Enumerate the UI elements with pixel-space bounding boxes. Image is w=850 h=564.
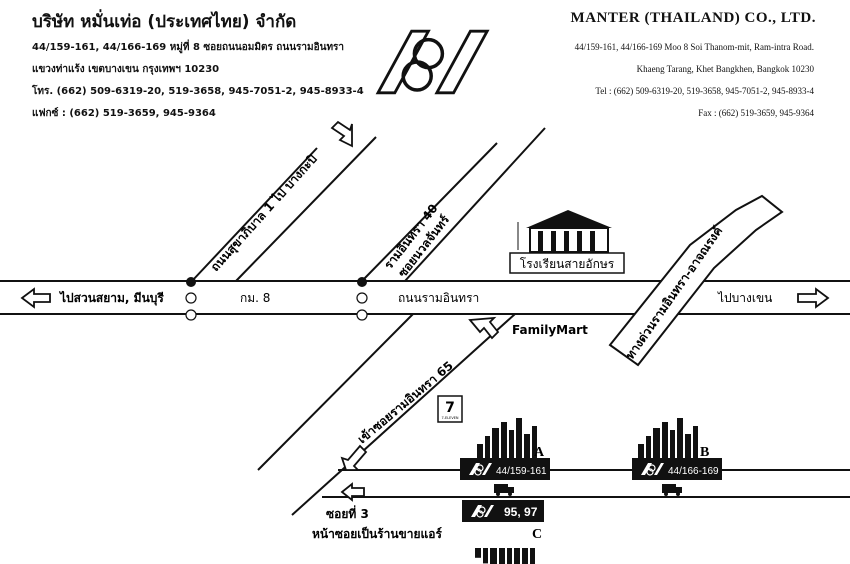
traffic-light-icon xyxy=(356,277,368,321)
label-main-road: ถนนรามอินทรา xyxy=(398,291,479,305)
seven-eleven-icon: 7 xyxy=(437,395,463,423)
main-road-ramintra xyxy=(0,280,850,315)
arrow-right-icon xyxy=(797,287,830,309)
expressway xyxy=(608,194,784,367)
label-km-marker: กม. 8 xyxy=(240,291,270,305)
arrow-turn-icon xyxy=(468,316,500,340)
school-building-icon xyxy=(509,210,625,274)
thai-address-line-1: 44/159-161, 44/166-169 หมู่ที่ 8 ซอยถนนอ… xyxy=(32,42,345,53)
english-company-name: MANTER (THAILAND) CO., LTD. xyxy=(570,10,816,26)
label-school: โรงเรียนสายอักษร xyxy=(520,257,615,271)
label-building-c-number: 95, 97 xyxy=(504,505,538,519)
label-building-a: A xyxy=(534,445,545,460)
building-a-skyline xyxy=(477,418,537,458)
building-b-skyline xyxy=(638,418,698,458)
company-logo xyxy=(376,29,489,95)
traffic-light-icon xyxy=(185,277,197,321)
thai-telephone: โทร. (662) 509-6319-20, 519-3658, 945-70… xyxy=(32,86,364,97)
arrow-left-icon xyxy=(20,287,51,309)
label-left-destination: ไปสวนสยาม, มีนบุรี xyxy=(58,290,164,306)
thai-address-line-2: แขวงท่าแร้ง เขตบางเขน กรุงเทพฯ 10230 xyxy=(32,64,220,75)
road-ramintra-65 xyxy=(257,313,516,516)
truck-icon xyxy=(662,484,682,496)
thai-fax: แฟกซ์ : (662) 519-3659, 945-9364 xyxy=(32,108,216,119)
label-building-b-number: 44/166-169 xyxy=(668,466,719,477)
arrow-soi3-icon xyxy=(340,482,365,502)
label-soi-3-note: หน้าซอยเป็นร้านขายแอร์ xyxy=(312,526,442,541)
english-address-line-2: Khaeng Tarang, Khet Bangkhen, Bangkok 10… xyxy=(636,64,814,74)
english-telephone: Tel : (662) 509-6319-20, 519-3658, 945-7… xyxy=(595,86,814,96)
label-expressway: ทางด่วนรามอินทรา-อาจณรงค์ xyxy=(623,224,725,362)
building-c-skyline xyxy=(475,548,535,564)
label-building-a-number: 44/159-161 xyxy=(496,466,547,477)
label-seven-eleven: 7-ELEVEN xyxy=(441,416,458,420)
label-building-c: C xyxy=(532,527,542,542)
truck-icon xyxy=(494,484,514,496)
road-ramintra-40 xyxy=(361,127,546,282)
svg-text:7: 7 xyxy=(445,400,455,416)
english-fax: Fax : (662) 519-3659, 945-9364 xyxy=(698,108,814,118)
thai-company-name: บริษัท หมั่นเท่อ (ประเทศไทย) จำกัด xyxy=(32,12,297,32)
label-familymart: FamilyMart xyxy=(512,323,588,337)
arrow-down-left-icon xyxy=(340,444,368,471)
label-building-b: B xyxy=(700,445,709,460)
label-soi-3: ซอยที่ 3 xyxy=(326,505,369,521)
arrow-northeast-icon xyxy=(330,120,353,148)
road-sukhaphiban-1 xyxy=(191,136,377,282)
road-soi-3 xyxy=(322,469,850,498)
english-address-line-1: 44/159-161, 44/166-169 Moo 8 Soi Thanom-… xyxy=(574,42,814,52)
label-right-destination: ไปบางเขน xyxy=(717,291,772,305)
